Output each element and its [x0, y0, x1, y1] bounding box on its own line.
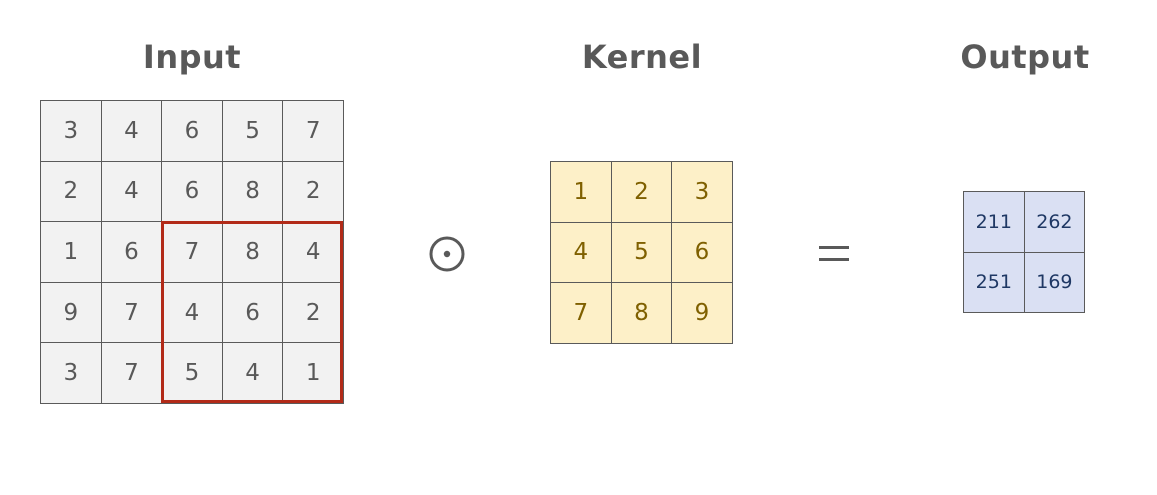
kernel-cell: 3 — [672, 162, 733, 223]
input-cell: 4 — [101, 161, 163, 223]
input-cell: 1 — [283, 343, 344, 404]
output-cell: 169 — [1024, 252, 1086, 314]
input-cell: 2 — [283, 161, 344, 223]
kernel-cell: 2 — [611, 162, 673, 223]
kernel-cell: 8 — [611, 283, 673, 344]
kernel-cell: 6 — [672, 222, 733, 284]
input-cell: 4 — [283, 222, 344, 283]
equals-icon — [815, 236, 853, 272]
input-cell: 6 — [162, 161, 223, 223]
kernel-cell: 1 — [551, 162, 612, 223]
input-cell: 8 — [222, 161, 284, 223]
input-cell: 6 — [162, 101, 223, 162]
input-cell: 7 — [283, 101, 344, 162]
input-title: Input — [142, 38, 242, 76]
kernel-title: Kernel — [581, 38, 703, 76]
kernel-cell: 7 — [551, 283, 612, 344]
input-cell: 7 — [101, 343, 163, 404]
input-cell: 4 — [101, 101, 163, 162]
circled-dot-operator-icon — [427, 234, 467, 274]
input-cell: 2 — [41, 161, 102, 223]
input-cell: 2 — [283, 282, 344, 344]
output-cell: 262 — [1024, 192, 1086, 253]
input-cell: 4 — [222, 343, 284, 404]
input-cell: 4 — [162, 282, 223, 344]
kernel-cell: 9 — [672, 283, 733, 344]
input-cell: 8 — [222, 222, 284, 283]
input-cell: 7 — [162, 222, 223, 283]
input-cell: 5 — [222, 101, 284, 162]
kernel-cell: 4 — [551, 222, 612, 284]
input-cell: 1 — [41, 222, 102, 283]
kernel-cell: 5 — [611, 222, 673, 284]
input-cell: 7 — [101, 282, 163, 344]
output-cell: 251 — [964, 252, 1025, 314]
input-cell: 5 — [162, 343, 223, 404]
output-title: Output — [960, 38, 1090, 76]
input-cell: 3 — [41, 101, 102, 162]
input-cell: 9 — [41, 282, 102, 344]
input-cell: 6 — [101, 222, 163, 283]
input-cell: 6 — [222, 282, 284, 344]
output-cell: 211 — [964, 192, 1025, 253]
input-cell: 3 — [41, 343, 102, 404]
